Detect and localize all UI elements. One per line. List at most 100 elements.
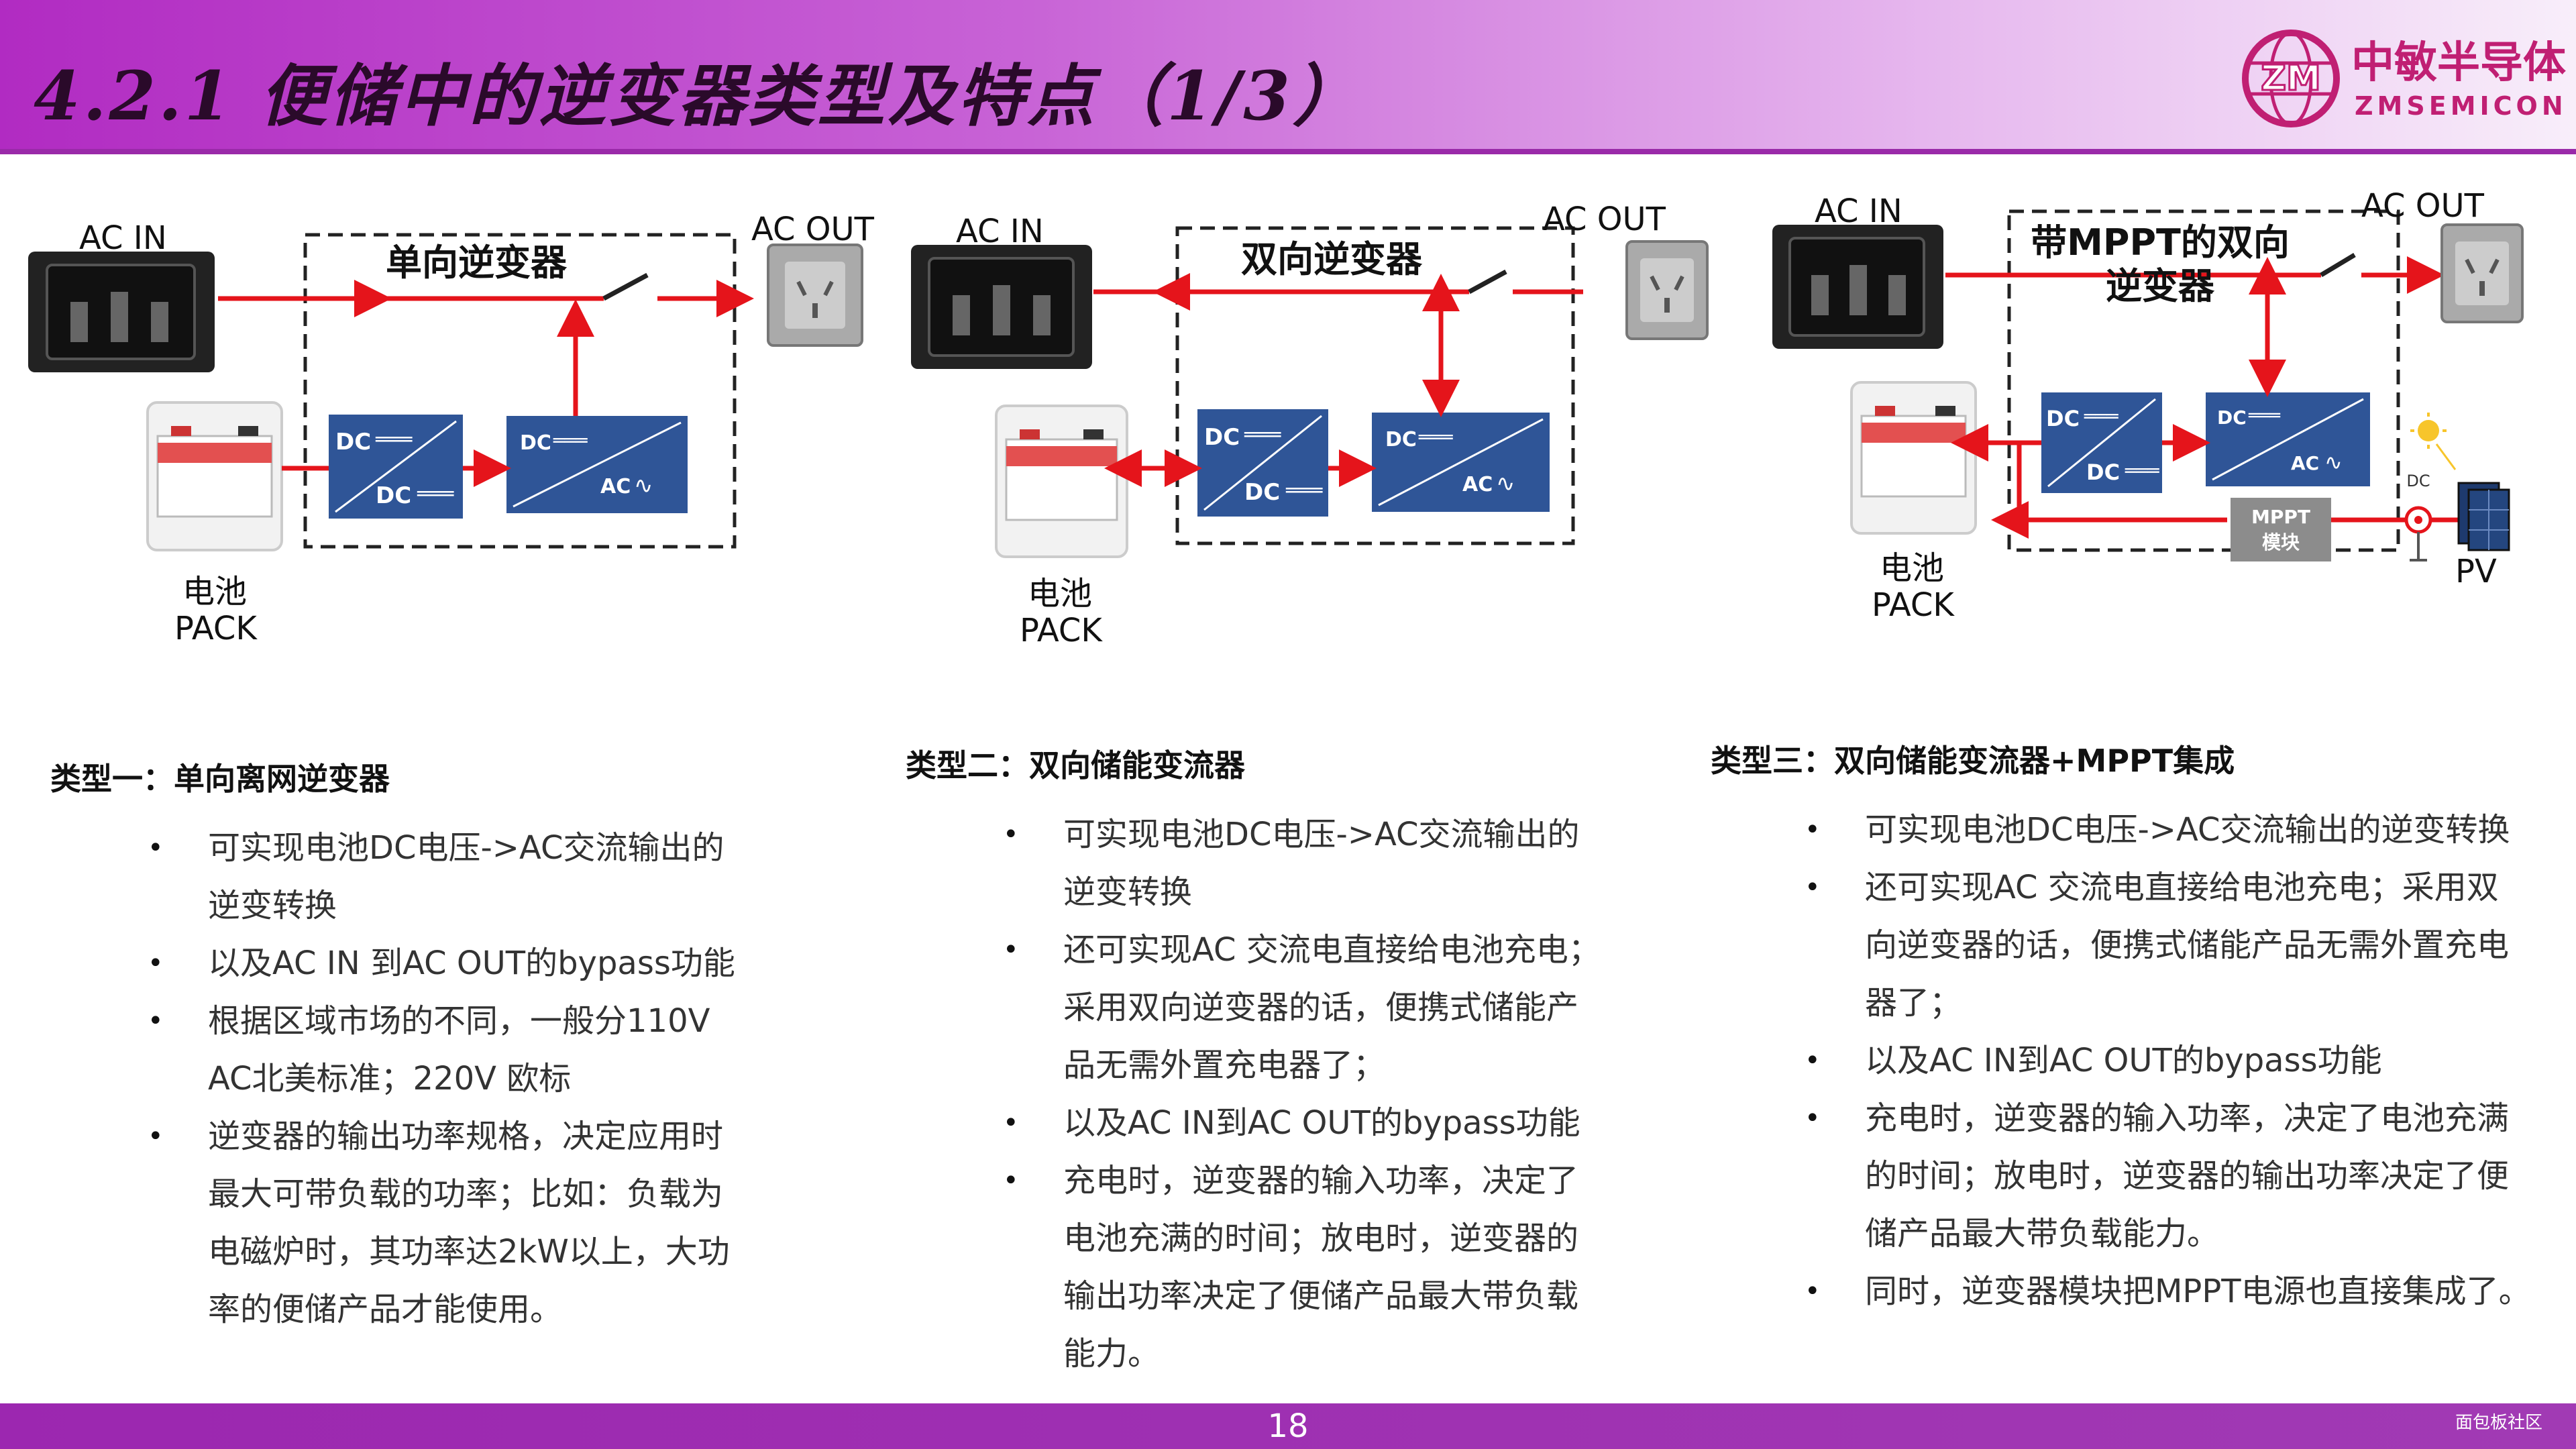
ac-out-label: AC OUT	[2361, 187, 2484, 225]
ac-out-socket-icon	[2440, 223, 2524, 323]
inverter-title: 带MPPT的双向 逆变器	[2019, 221, 2301, 309]
page-number: 18	[1267, 1407, 1309, 1445]
diagram-bidirectional-inverter: DC ═══ DC ═══ DC ═══ AC ∿ AC IN AC OUT 双…	[899, 188, 1758, 698]
svg-text:═══: ═══	[1418, 426, 1454, 448]
list-item: •同时，逆变器模块把MPPT电源也直接集成了。	[1805, 1273, 2531, 1310]
svg-text:═══: ═══	[1244, 423, 1281, 447]
header-divider	[0, 149, 2576, 154]
logo-chinese-name: 中敏半导体	[2351, 38, 2566, 88]
site-watermark: 面包板社区	[2455, 1413, 2543, 1433]
list-item: •可实现电池DC电压->AC交流输出的逆变转换	[148, 829, 724, 924]
svg-text:═══: ═══	[2084, 405, 2119, 427]
list-item: •逆变器的输出功率规格，决定应用时最大可带负载的功率；比如：负载为电磁炉时，其功…	[148, 1118, 730, 1328]
diagram-2-graphics: DC ═══ DC ═══ DC ═══ AC ∿	[911, 226, 1709, 558]
inverter-boundary	[1175, 226, 1575, 545]
battery-icon	[146, 401, 283, 551]
battery-label-line1: 电池	[1027, 575, 1092, 612]
header-banner	[0, 0, 2576, 149]
list-item: •可实现电池DC电压->AC交流输出的逆变转换	[1003, 816, 1580, 911]
battery-label: 电池 PACK	[174, 573, 257, 648]
inverter-title-line2: 逆变器	[2106, 264, 2214, 307]
list-item: •以及AC IN到AC OUT的bypass功能	[1003, 1104, 1580, 1142]
dc-ac-inverter-icon	[2206, 392, 2370, 486]
list-item: •还可实现AC 交流电直接给电池充电；采用双向逆变器的话，便携式储能产品无需外置…	[1805, 869, 2510, 1022]
pv-dc-source-icon	[2404, 506, 2432, 561]
page-title: 4.2.1 便储中的逆变器类型及特点（1/3）	[34, 56, 1362, 136]
pv-dc-label: DC	[2406, 472, 2430, 490]
battery-icon	[1850, 381, 1977, 535]
battery-label-line2: PACK	[1872, 586, 1954, 625]
dcac-ac-label: AC	[1462, 473, 1493, 496]
svg-text:═══: ═══	[375, 428, 413, 451]
dc-dc-converter-icon	[329, 415, 463, 519]
inverter-title: 双向逆变器	[1241, 238, 1422, 280]
dcdc-in-label: DC	[1204, 424, 1240, 451]
ac-out-label: AC OUT	[1543, 201, 1666, 238]
ac-in-socket-icon	[911, 245, 1092, 369]
dc-dc-converter-icon	[1197, 409, 1328, 517]
list-item: •充电时，逆变器的输入功率，决定了电池充满的时间；放电时，逆变器的输出功率决定了…	[1003, 1162, 1579, 1373]
column-type-three: 类型三：双向储能变流器+MPPT集成 •可实现电池DC电压->AC交流输出的逆变…	[1711, 737, 2569, 1320]
zm-globe-icon: ZM	[2242, 30, 2340, 127]
inverter-title-line1: 带MPPT的双向	[2031, 221, 2290, 264]
company-logo: ZM 中敏半导体 ZMSEMICON	[2234, 24, 2566, 131]
svg-text:═══: ═══	[553, 429, 588, 451]
column-heading: 类型三：双向储能变流器+MPPT集成	[1711, 743, 2235, 779]
inverter-boundary	[2007, 209, 2400, 552]
list-item: •充电时，逆变器的输入功率，决定了电池充满的时间；放电时，逆变器的输出功率决定了…	[1805, 1099, 2510, 1252]
mppt-label-line1: MPPT	[2251, 506, 2310, 528]
logo-mark: ZM	[2261, 58, 2320, 99]
bullet-list: •可实现电池DC电压->AC交流输出的逆变转换 •还可实现AC 交流电直接给电池…	[1805, 801, 2569, 1320]
dcdc-out-label: DC	[1244, 479, 1280, 506]
column-heading: 类型二：双向储能变流器	[906, 747, 1245, 784]
battery-label-line1: 电池	[182, 573, 247, 610]
column-type-one: 类型一：单向离网逆变器 •可实现电池DC电压->AC交流输出的逆变转换 •以及A…	[50, 755, 822, 1338]
svg-text:∿: ∿	[1496, 470, 1515, 497]
list-item: •以及AC IN到AC OUT的bypass功能	[1805, 1042, 2382, 1079]
diagram-3-graphics: DC ═══ DC ═══ DC ═══ AC ∿ MPPT 模块 DC	[1772, 209, 2524, 561]
battery-label: 电池 PACK	[1020, 575, 1102, 650]
dcac-ac-label: AC	[2291, 452, 2319, 474]
svg-text:═══: ═══	[417, 482, 454, 506]
mppt-module-icon	[2231, 498, 2331, 561]
dc-ac-inverter-icon	[1372, 413, 1550, 512]
diagram-unidirectional-inverter: DC ═══ DC ═══ DC ═══ AC ∿ AC IN AC OUT 单…	[20, 188, 879, 698]
svg-text:═══: ═══	[2248, 406, 2280, 426]
dc-ac-inverter-icon	[506, 416, 688, 513]
battery-label-line1: 电池	[1879, 549, 1944, 587]
inverter-title: 单向逆变器	[386, 241, 567, 284]
dcac-dc-label: DC	[1385, 428, 1417, 451]
ac-in-socket-icon	[28, 252, 215, 372]
ac-in-socket-icon	[1772, 225, 1943, 349]
inverter-boundary	[303, 233, 737, 549]
ac-in-label: AC IN	[956, 213, 1044, 250]
dcdc-in-label: DC	[335, 429, 371, 455]
pv-label: PV	[2455, 553, 2497, 590]
svg-text:∿: ∿	[634, 472, 653, 499]
dcdc-in-label: DC	[2046, 406, 2080, 431]
dc-dc-converter-icon	[2041, 392, 2162, 493]
dcdc-out-label: DC	[2086, 460, 2120, 485]
column-heading: 类型一：单向离网逆变器	[50, 761, 390, 797]
bullet-list: •可实现电池DC电压->AC交流输出的逆变转换 •还可实现AC 交流电直接给电池…	[1003, 806, 1711, 1383]
ac-out-socket-icon	[1625, 240, 1709, 340]
bullet-list: •可实现电池DC电压->AC交流输出的逆变转换 •以及AC IN 到AC OUT…	[148, 819, 822, 1338]
diagram-1-graphics: DC ═══ DC ═══ DC ═══ AC ∿	[28, 233, 863, 551]
dcac-ac-label: AC	[600, 475, 631, 498]
footer-bar	[0, 1403, 2576, 1449]
battery-label-line2: PACK	[174, 610, 257, 648]
diagram-bidirectional-inverter-mppt: DC ═══ DC ═══ DC ═══ AC ∿ MPPT 模块 DC	[1758, 187, 2576, 698]
dcdc-out-label: DC	[376, 482, 411, 509]
sun-icon	[2410, 413, 2457, 470]
svg-text:∿: ∿	[2324, 449, 2343, 475]
ac-in-label: AC IN	[79, 219, 167, 257]
battery-label-line2: PACK	[1020, 612, 1102, 650]
logo-english-name: ZMSEMICON	[2355, 91, 2567, 121]
dcac-dc-label: DC	[520, 431, 551, 455]
svg-text:═══: ═══	[1285, 479, 1323, 502]
ac-out-socket-icon	[767, 244, 863, 347]
list-item: •还可实现AC 交流电直接给电池充电；采用双向逆变器的话，便携式储能产品无需外置…	[1003, 931, 1601, 1084]
column-type-two: 类型二：双向储能变流器 •可实现电池DC电压->AC交流输出的逆变转换 •还可实…	[906, 741, 1711, 1383]
battery-label: 电池 PACK	[1872, 549, 1954, 625]
